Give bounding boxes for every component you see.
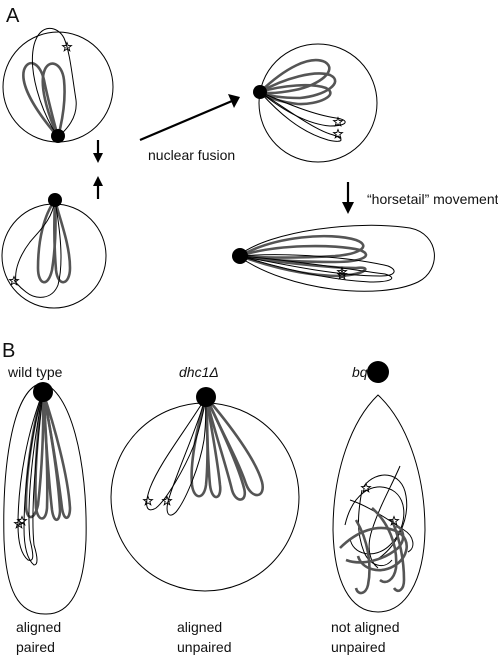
caption-bqt2-line2: unpaired (331, 639, 386, 655)
caption-bqt2-line1: not aligned (331, 619, 400, 635)
column-title-wild-type: wild type (7, 364, 63, 380)
star-icon (162, 496, 172, 506)
nucleus-dhc1 (110, 387, 300, 592)
panel-b-label: B (2, 340, 15, 362)
nucleus-a1 (2, 27, 114, 143)
caption-wild-type-line2: paired (16, 639, 55, 655)
caption-wild-type-line1: aligned (16, 619, 61, 635)
nucleus-bqt2 (332, 361, 426, 613)
panel-a-label: A (6, 5, 20, 27)
arrow-icon (342, 182, 354, 214)
nucleus-a2 (1, 193, 107, 309)
horsetail-movement-label: “horsetail” movement (367, 191, 498, 207)
nucleus-a4 (232, 224, 435, 292)
caption-dhc1-line1: aligned (177, 619, 222, 635)
arrow-icon (93, 140, 103, 199)
column-title-dhc1: dhc1Δ (179, 364, 219, 380)
arrow-icon (139, 94, 240, 142)
nucleus-a3 (253, 43, 378, 163)
caption-dhc1-line2: unpaired (177, 639, 232, 655)
nucleus-wild-type (3, 382, 87, 615)
nuclear-fusion-label: nuclear fusion (148, 147, 235, 163)
star-icon (143, 496, 153, 506)
